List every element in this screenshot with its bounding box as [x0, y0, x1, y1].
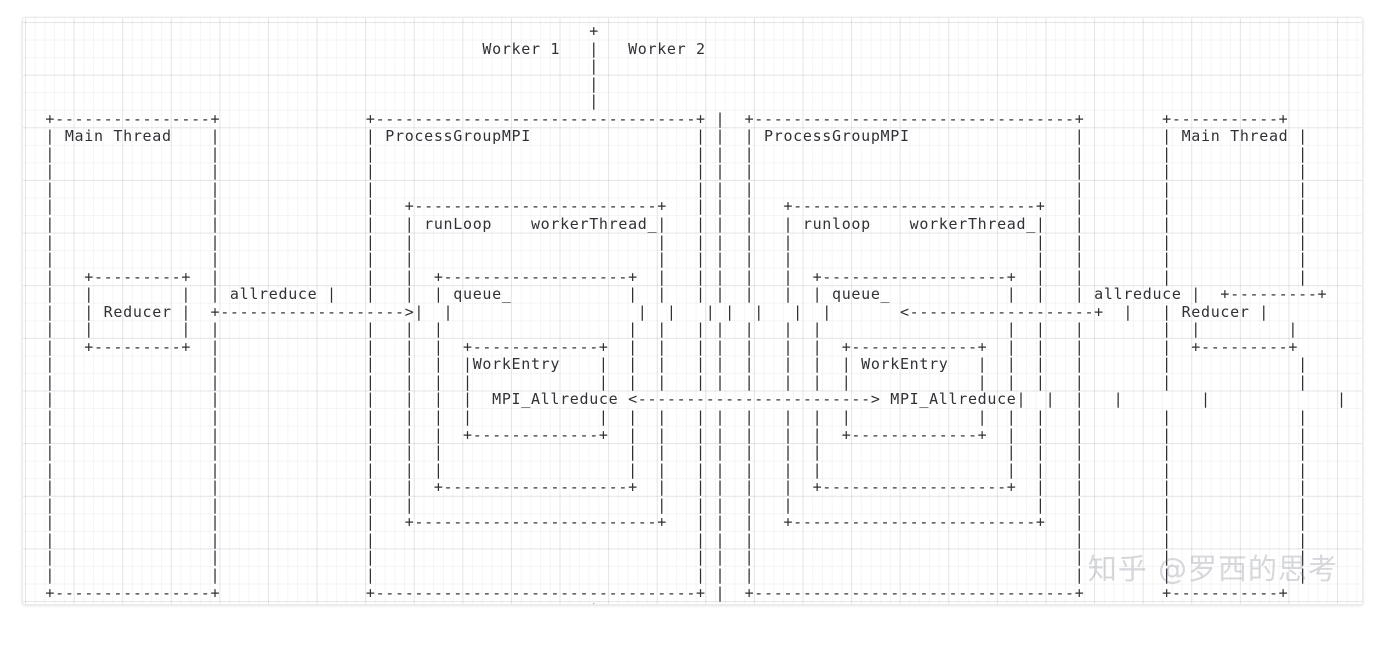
ascii-sequence-diagram: + Worker 1 | Worker 2: [45, 22, 1347, 604]
diagram-paper: + Worker 1 | Worker 2: [22, 17, 1363, 605]
